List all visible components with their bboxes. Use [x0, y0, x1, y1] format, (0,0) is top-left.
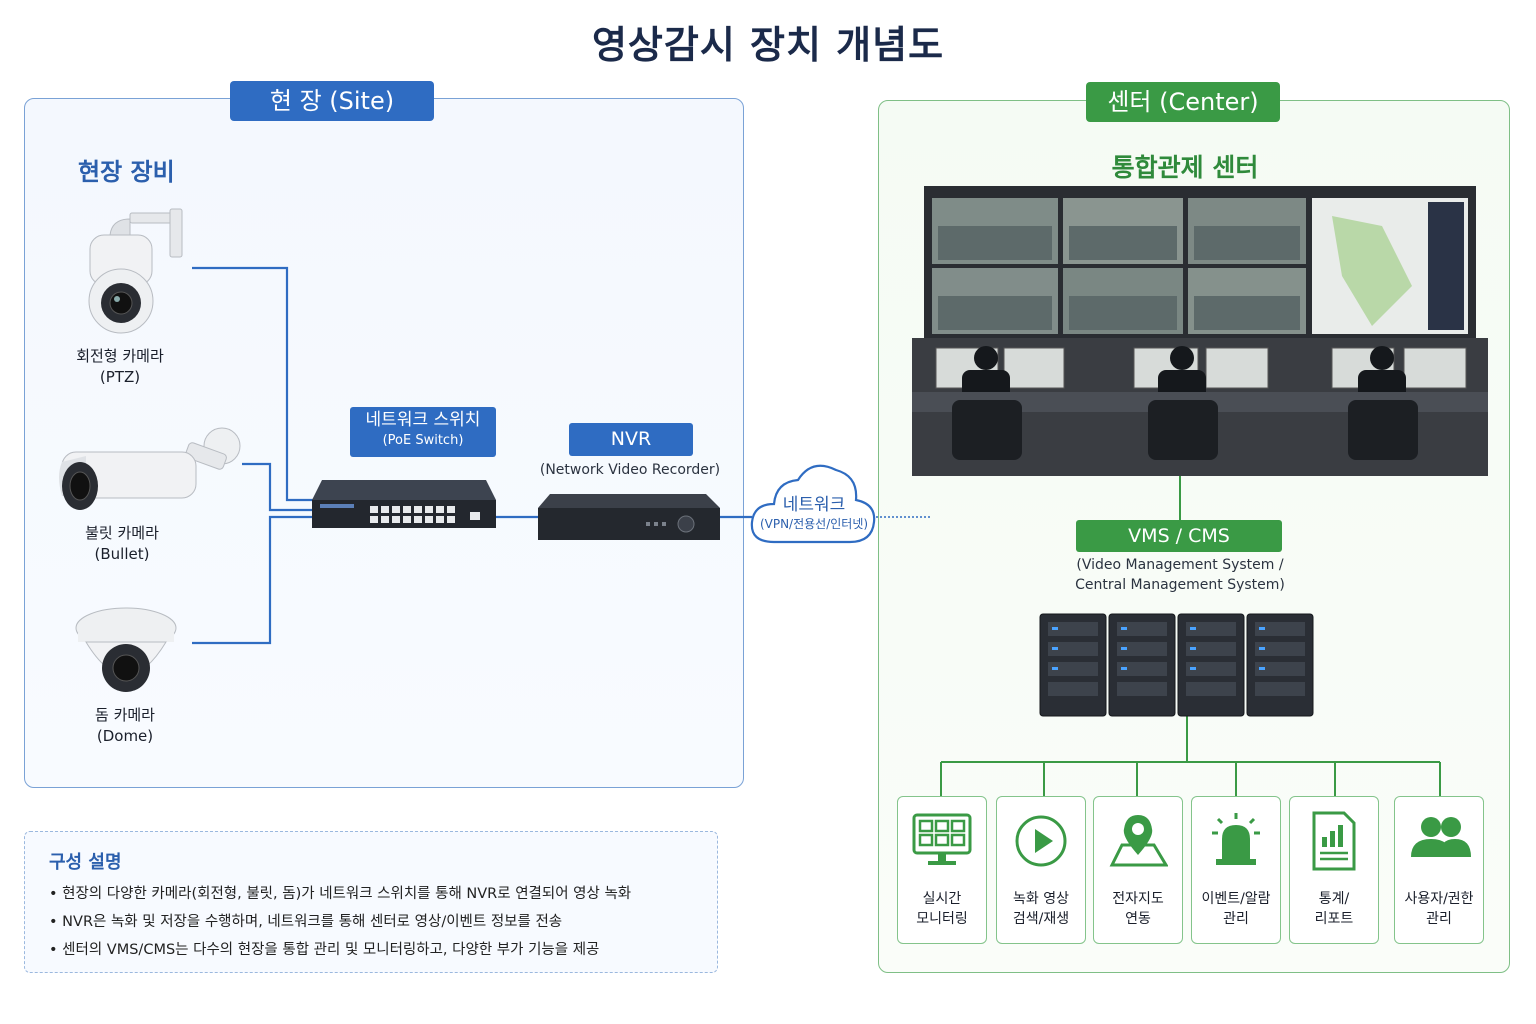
vms-sub-2: Central Management System)	[1075, 577, 1285, 593]
network-sub: (VPN/전용선/인터넷)	[759, 517, 869, 531]
control-room-illustration	[904, 186, 1496, 476]
legend-box: 구성 설명 현장의 다양한 카메라(회전형, 불릿, 돔)가 네트워크 스위치를…	[24, 831, 718, 973]
legend-item: 현장의 다양한 카메라(회전형, 불릿, 돔)가 네트워크 스위치를 통해 NV…	[49, 880, 631, 908]
dome-link	[192, 515, 318, 645]
vms-sub-1: (Video Management System /	[1076, 557, 1284, 573]
legend-list: 현장의 다양한 카메라(회전형, 불릿, 돔)가 네트워크 스위치를 통해 NV…	[49, 880, 631, 964]
legend-item: NVR은 녹화 및 저장을 수행하며, 네트워크를 통해 센터로 영상/이벤트 …	[49, 908, 631, 936]
bullet-camera-icon	[59, 427, 241, 510]
dome-camera-name: 돔 카메라	[95, 706, 155, 724]
map-pin-icon	[1109, 815, 1168, 867]
nvr-name: NVR	[569, 423, 693, 456]
server-rack-icon	[1039, 613, 1314, 717]
dome-camera-label: 돔 카메라 (Dome)	[65, 705, 185, 747]
center-heading: 통합관제 센터	[1111, 153, 1259, 182]
dome-camera-sub: (Dome)	[96, 727, 154, 745]
report-chart-icon	[1312, 811, 1356, 871]
users-icon	[1411, 817, 1471, 857]
dome-camera-icon	[75, 607, 177, 692]
legend-item: 센터의 VMS/CMS는 다수의 현장을 통합 관리 및 모니터링하고, 다양한…	[49, 936, 631, 964]
monitor-grid-icon	[912, 813, 972, 865]
bullet-camera-label: 불릿 카메라 (Bullet)	[62, 523, 182, 565]
bullet-link	[242, 462, 318, 512]
switch-label-box: 네트워크 스위치 (PoE Switch)	[350, 407, 496, 457]
poe-switch-icon	[312, 480, 496, 528]
play-icon	[1015, 815, 1067, 867]
ptz-camera-label: 회전형 카메라 (PTZ)	[60, 346, 180, 388]
site-heading: 현장 장비	[78, 158, 175, 186]
ptz-camera-icon	[88, 208, 183, 334]
site-badge: 현 장 (Site)	[230, 81, 434, 121]
center-badge: 센터 (Center)	[1086, 82, 1280, 122]
ptz-link	[192, 266, 318, 502]
nvr-device-icon	[538, 494, 720, 540]
feature-label: 통계/리포트	[1314, 891, 1354, 927]
network-name: 네트워크	[782, 495, 846, 515]
ptz-camera-name: 회전형 카메라	[76, 347, 164, 365]
vms-name: VMS / CMS	[1076, 520, 1282, 552]
video-wall-screens	[932, 198, 1468, 334]
legend-title: 구성 설명	[49, 852, 122, 873]
alarm-light-icon	[1212, 813, 1260, 865]
nvr-sub: (Network Video Recorder)	[539, 462, 721, 478]
bullet-camera-sub: (Bullet)	[94, 545, 150, 563]
page-title: 영상감시 장치 개념도	[591, 23, 945, 67]
switch-name: 네트워크 스위치	[365, 410, 481, 430]
bullet-camera-name: 불릿 카메라	[85, 524, 159, 542]
ptz-camera-sub: (PTZ)	[99, 368, 141, 386]
switch-sub: (PoE Switch)	[382, 433, 464, 448]
feature-statistics: 통계/리포트	[1289, 796, 1379, 944]
network-cloud-icon	[750, 464, 876, 544]
